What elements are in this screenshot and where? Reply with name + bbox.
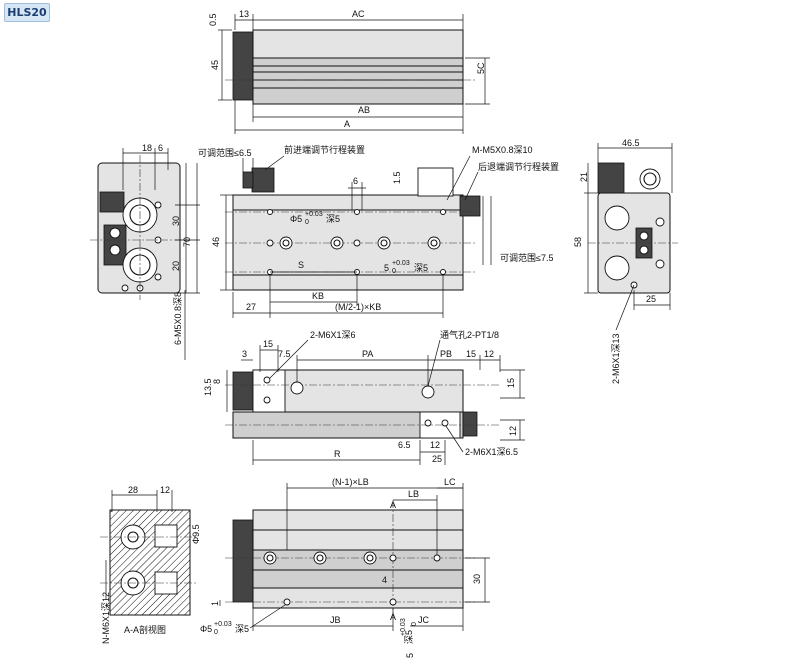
rear-adjuster-label: 后退端调节行程装置 [478, 161, 559, 172]
dim-25-right: 25 [646, 294, 656, 304]
dim-n1-lb: (N-1)×LB [332, 477, 369, 487]
dim-12-pb: 12 [484, 349, 494, 359]
middle-view: 2-M6X1深6 通气孔2-PT1/8 3 15 7.5 PA PB 15 12… [203, 329, 525, 465]
dim-12-side: 12 [508, 426, 518, 436]
pin-hole-depth: 深5 [326, 214, 340, 224]
section-a-mark: A [390, 500, 396, 510]
dim-jb: JB [330, 615, 341, 625]
dim-kb: KB [312, 291, 324, 301]
left-end-view: 18 6 30 70 20 6-M5X0.8深8 [90, 143, 200, 360]
section-caption: A-A剖视图 [124, 624, 166, 635]
dim-6-5: 6.5 [398, 440, 411, 450]
rear-adjust-range-label: 可调范围≤7.5 [500, 252, 553, 263]
dim-28: 28 [128, 485, 138, 495]
pin-depth-bottom: 深5 [235, 624, 249, 634]
dim-13-5: 13.5 [203, 378, 213, 396]
dim-r: R [334, 449, 341, 459]
dim-phi-9-5: Φ9.5 [191, 524, 201, 544]
dim-12-section: 12 [160, 485, 170, 495]
dim-12-bot: 12 [430, 440, 440, 450]
front-adjuster-label: 前进端调节行程装置 [284, 144, 365, 155]
dim-pa: PA [362, 349, 373, 359]
slot-tol0-bottom: 0 [411, 622, 418, 626]
top-view: 13 AC 0.5 45 5C AB A [208, 9, 490, 134]
dim-58: 58 [573, 237, 583, 247]
dim-25-mid: 25 [432, 454, 442, 464]
dim-lb: LB [408, 489, 419, 499]
dim-46: 46 [211, 237, 221, 247]
model-badge: HLS20 [4, 3, 50, 22]
dim-1-5: 1.5 [392, 171, 402, 184]
dim-jc: JC [418, 615, 430, 625]
dim-a: A [344, 119, 350, 129]
tap-2-m6-depth6: 2-M6X1深6 [310, 330, 356, 340]
dim-15-side: 15 [506, 378, 516, 388]
dim-13: 13 [239, 9, 249, 19]
dim-8: 8 [212, 379, 222, 384]
vent-label: 通气孔2-PT1/8 [440, 329, 499, 340]
slot-tolerance: +0.03 [392, 260, 410, 267]
dim-70: 70 [182, 237, 192, 247]
dim-s: S [298, 260, 304, 270]
dim-15-mid: 15 [263, 339, 273, 349]
slot-tol-bottom: +0.03 [400, 618, 407, 636]
dim-5c: 5C [476, 62, 486, 74]
slot-depth: 深5 [414, 263, 428, 273]
dim-20: 20 [171, 261, 181, 271]
dim-7-5: 7.5 [278, 349, 291, 359]
pin-tol-bottom: +0.03 [214, 621, 232, 628]
dim-21: 21 [579, 172, 589, 182]
tap-2-m6-depth6-5: 2-M6X1深6.5 [465, 447, 518, 457]
dim-46-5: 46.5 [622, 138, 640, 148]
dim-lc: LC [444, 477, 456, 487]
front-view: 可调范围≤6.5 前进端调节行程装置 M-M5X0.8深10 后退端调节行程装置… [198, 144, 559, 318]
slot-label: 5 [384, 263, 389, 273]
section-view: 28 12 Φ9.5 N-M6X1深12 A-A剖视图 [100, 485, 201, 644]
dim-15-pb: 15 [466, 349, 476, 359]
slot-depth-bottom: 深5 [404, 630, 414, 644]
tapped-6-m5: 6-M5X0.8深8 [173, 292, 183, 345]
dim-18: 18 [142, 143, 152, 153]
tapped-n-m6: N-M6X1深12 [101, 592, 111, 644]
section-a-mark-2: A [390, 612, 396, 622]
dim-45: 45 [210, 60, 220, 70]
dim-30-bottom: 30 [472, 574, 482, 584]
pin-hole-label: Φ5 [290, 214, 302, 224]
pin-tol0-bottom: 0 [214, 629, 218, 636]
dim-6: 6 [158, 143, 163, 153]
dim-pb: PB [440, 349, 452, 359]
dim-0-5: 0.5 [208, 13, 218, 26]
dim-3: 3 [242, 349, 247, 359]
pin-hole-label-bottom: Φ5 [200, 624, 212, 634]
dim-1: 1 [210, 601, 220, 606]
dim-ab: AB [358, 105, 370, 115]
dim-4: 4 [382, 575, 387, 585]
tapped-2-m6: 2-M6X1深13 [611, 333, 621, 384]
m-thread-label: M-M5X0.8深10 [472, 145, 533, 155]
dim-ac: AC [352, 9, 365, 19]
pin-hole-tolerance-zero: 0 [305, 219, 309, 226]
dim-m2-kb: (M/2-1)×KB [335, 302, 381, 312]
right-end-view: 46.5 21 58 25 2-M6X1深13 [573, 138, 678, 384]
front-adjust-range-label: 可调范围≤6.5 [198, 147, 251, 158]
dim-27: 27 [246, 302, 256, 312]
slot-tolerance-zero: 0 [392, 268, 396, 275]
dim-6-front: 6 [353, 176, 358, 186]
dim-30: 30 [171, 216, 181, 226]
slot-label-bottom: 5 [405, 653, 415, 658]
bottom-view: (N-1)×LB LB LC A 1 30 JB A JC 4 Φ5 +0.03… [200, 477, 490, 658]
pin-hole-tolerance: +0.03 [305, 211, 323, 218]
